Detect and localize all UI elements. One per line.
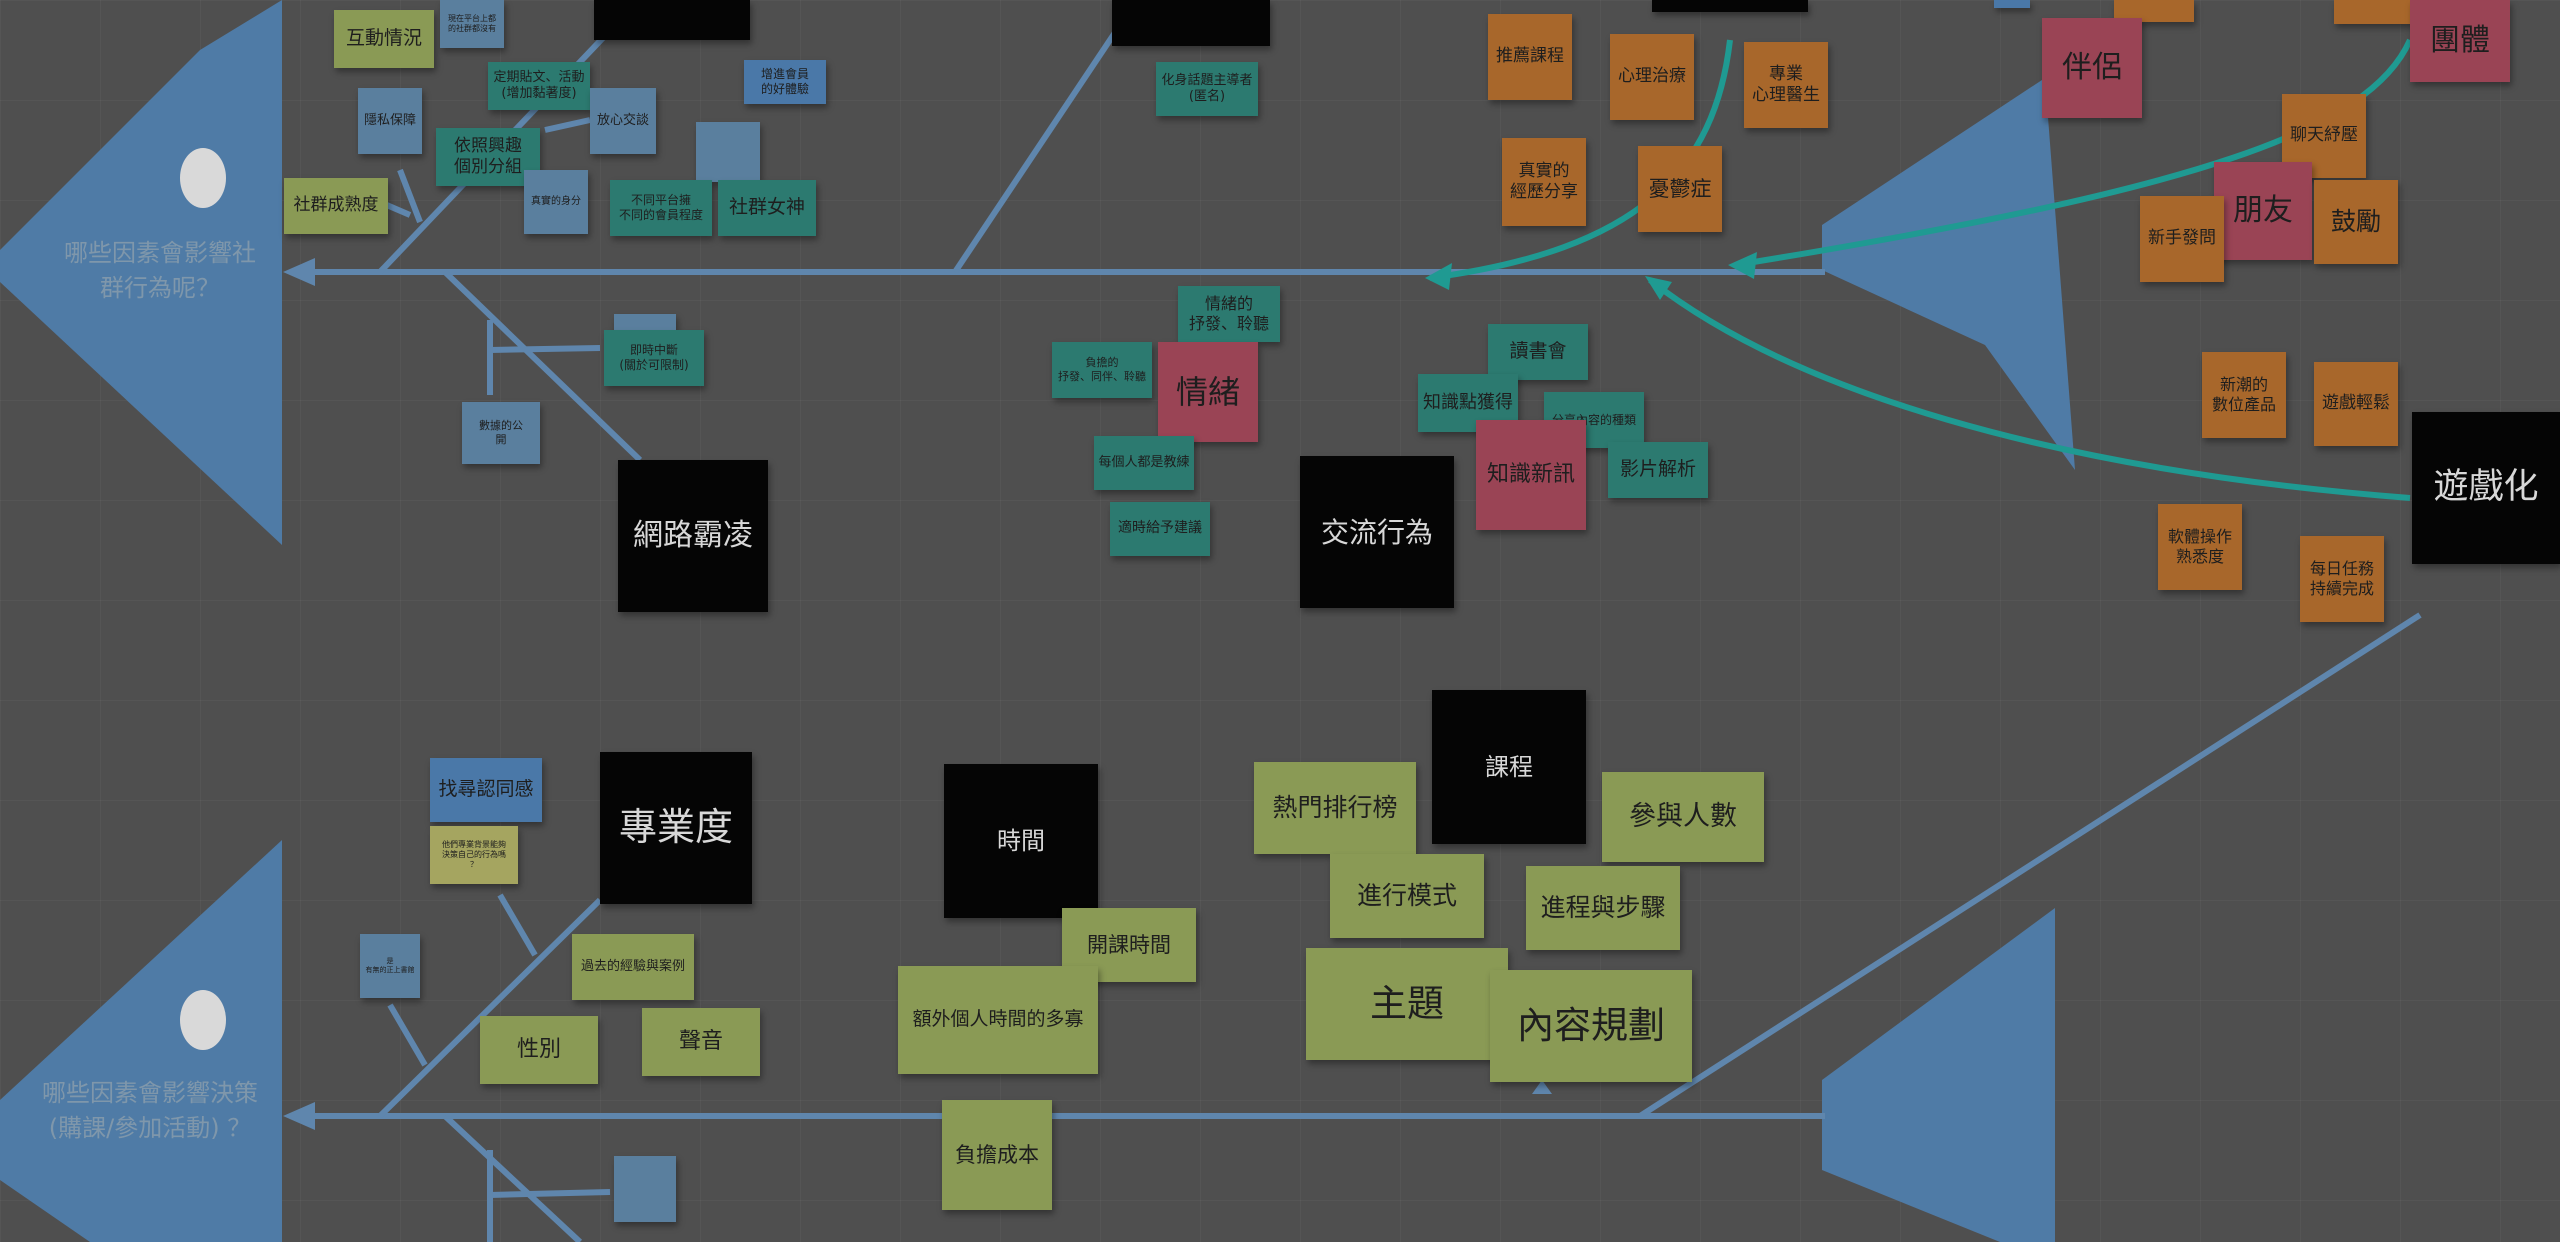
question-social-behavior: 哪些因素會影響社 群行為呢？ [64, 239, 256, 302]
note-jishi[interactable]: 即時中斷 (關於可限制) [604, 330, 704, 386]
note-banlv[interactable]: 伴侶 [2042, 18, 2142, 118]
note-kecheng[interactable]: 課程 [1432, 690, 1586, 844]
question-decision: 哪些因素會影響決策 (購課/參加活動) ？ [42, 1079, 258, 1142]
note-wangluo[interactable]: 網路霸凌 [618, 460, 768, 612]
note-black-top2[interactable] [1112, 0, 1270, 46]
note-qingxu-shufa[interactable]: 情緒的 抒發、聆聽 [1178, 286, 1280, 342]
note-fudan[interactable]: 負擔成本 [942, 1100, 1052, 1210]
note-youyu[interactable]: 憂鬱症 [1638, 146, 1722, 232]
note-canyu[interactable]: 參與人數 [1602, 772, 1764, 862]
note-jinxing[interactable]: 進行模式 [1330, 854, 1484, 938]
note-blue-small[interactable]: 增進會員 的好體驗 [744, 60, 826, 104]
note-zhenshi-jl[interactable]: 真實的 經歷分享 [1502, 138, 1586, 226]
note-butong[interactable]: 不同平台擁 不同的會員程度 [610, 180, 712, 236]
note-pengyou[interactable]: 朋友 [2214, 162, 2312, 260]
note-liaotian[interactable]: 聊天紓壓 [2282, 94, 2366, 178]
note-xingbie[interactable]: 性別 [480, 1016, 598, 1084]
note-jiaoliu[interactable]: 交流行為 [1300, 456, 1454, 608]
note-nvshen[interactable]: 社群女神 [718, 180, 816, 236]
fish-eye-bottom [180, 990, 226, 1050]
note-xinchao[interactable]: 新潮的 數位產品 [2202, 352, 2286, 438]
fish-tail-top [1822, 78, 2075, 470]
note-zhuanye-ys[interactable]: 專業 心理醫生 [1744, 42, 1828, 128]
note-yizhao[interactable]: 依照興趣 個別分組 [436, 128, 540, 186]
note-zhuanye[interactable]: 專業度 [600, 752, 752, 904]
note-shuju[interactable]: 數據的公 開 [462, 402, 540, 464]
note-buzhou[interactable]: 進程與步驟 [1526, 866, 1680, 950]
note-blue-top-edge[interactable] [1994, 0, 2030, 8]
note-blue2[interactable]: 是 有無的正上書館 [360, 934, 420, 998]
note-zhenshi[interactable]: 真實的身分 [524, 170, 588, 234]
note-xinshou[interactable]: 新手發問 [2140, 196, 2224, 282]
note-tuijian[interactable]: 推薦課程 [1488, 14, 1572, 100]
note-dushu[interactable]: 讀書會 [1488, 324, 1588, 380]
note-guoqu[interactable]: 過去的經驗與案例 [572, 934, 694, 1000]
note-orange-top-edge2 [2334, 0, 2414, 24]
note-qiantai[interactable] [696, 122, 760, 182]
note-chengshu[interactable]: 社群成熟度 [284, 178, 388, 234]
note-ewai[interactable]: 額外個人時間的多寡 [898, 966, 1098, 1074]
note-youxihua[interactable]: 遊戲化 [2412, 412, 2560, 564]
note-zhuti[interactable]: 主題 [1306, 948, 1508, 1060]
note-qingxu[interactable]: 情緒 [1158, 342, 1258, 442]
note-shengyin[interactable]: 聲音 [642, 1008, 760, 1076]
note-youxi-qs[interactable]: 遊戲輕鬆 [2314, 362, 2398, 446]
fish-head-top [0, 0, 282, 545]
note-neirong[interactable]: 內容規劃 [1490, 970, 1692, 1082]
note-black-top3[interactable] [1652, 0, 1808, 12]
note-dingqi[interactable]: 定期貼文、活動 (增加黏著度) [488, 62, 590, 110]
note-hudong[interactable]: 互動情況 [334, 10, 434, 68]
fish-eye-top [180, 148, 226, 208]
note-jishi-gei[interactable]: 適時給予建議 [1110, 502, 1210, 556]
note-shijian[interactable]: 時間 [944, 764, 1098, 918]
note-hanhua[interactable]: 化身話題主導者 (匿名) [1156, 62, 1258, 116]
note-zhishi-new[interactable]: 知識新訊 [1476, 420, 1586, 530]
fish-tail-bottom [1822, 908, 2055, 1242]
note-black-top1[interactable] [594, 0, 750, 40]
note-guli[interactable]: 鼓勵 [2314, 180, 2398, 264]
note-xinxin[interactable]: 放心交談 [590, 88, 656, 154]
note-small-top[interactable]: 現在平台上都 的社群都沒有 [440, 0, 504, 48]
note-meiri[interactable]: 每日任務 持續完成 [2300, 536, 2384, 622]
note-meige[interactable]: 每個人都是教練 [1094, 436, 1194, 490]
note-orange-top-edge1[interactable] [2114, 0, 2194, 22]
note-tuanti[interactable]: 團體 [2410, 0, 2510, 82]
fish-head-bottom [0, 840, 282, 1242]
note-shanjie[interactable]: 負擔的 抒發、同伴、聆聽 [1052, 342, 1152, 398]
note-ruanti[interactable]: 軟體操作 熟悉度 [2158, 504, 2242, 590]
note-renkong[interactable]: 找尋認同感 [430, 758, 542, 822]
note-yellow-small[interactable]: 他們專業背景能夠 決策自己的行為嗎 ？ [430, 826, 518, 884]
note-yinsi[interactable]: 隱私保障 [358, 88, 422, 154]
note-remen[interactable]: 熱門排行榜 [1254, 762, 1416, 854]
note-light-blue2 [614, 1156, 676, 1222]
note-yingpian[interactable]: 影片解析 [1608, 442, 1708, 498]
note-xinli[interactable]: 心理治療 [1610, 34, 1694, 120]
